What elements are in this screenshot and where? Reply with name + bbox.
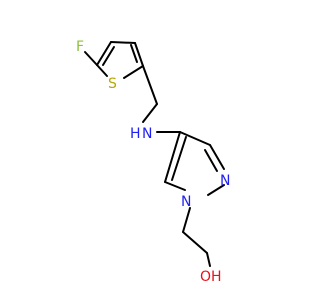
bond-c5-s: [96, 64, 108, 77]
atom-amine-hydrogen: H: [130, 126, 141, 142]
atom-fluorine: F: [76, 39, 84, 55]
bonds: [84, 41, 225, 267]
molecule-diagram: F S N H N N OH: [76, 39, 231, 285]
bond-n2-n1: [207, 184, 225, 196]
bond-c4-c5: [96, 41, 112, 66]
bond-n1-ch2: [182, 207, 191, 233]
bond-n1-c5pz: [164, 181, 186, 191]
bond-c4-c5pz: [164, 131, 181, 183]
atom-amine-nitrogen: N: [142, 126, 152, 142]
bond-ch2-o: [206, 252, 211, 267]
bond-c4-c3pz: [179, 131, 211, 146]
bond-c4-c5-inner: [102, 46, 115, 66]
bond-ch2-n: [142, 103, 158, 123]
bond-c3-n2-inner: [204, 149, 218, 172]
atom-pyrazole-n2: N: [220, 173, 230, 189]
bond-ch2-ch2: [182, 231, 208, 254]
atom-pyrazole-n1: N: [181, 194, 191, 210]
bond-c3-c4: [110, 41, 136, 44]
bond-c5-f: [84, 51, 98, 66]
bond-c2-c3: [134, 42, 144, 67]
bond-c4-c5pz-inner: [171, 136, 187, 181]
bond-c3-n2: [209, 144, 225, 170]
bond-c2-ch2: [142, 65, 158, 105]
bond-c2-c3-inner: [130, 44, 138, 63]
bond-s-c2: [123, 65, 144, 79]
structure-svg: F S N H N N OH: [76, 39, 230, 285]
atom-sulfur: S: [108, 76, 117, 92]
atom-hydroxyl: OH: [200, 269, 222, 285]
